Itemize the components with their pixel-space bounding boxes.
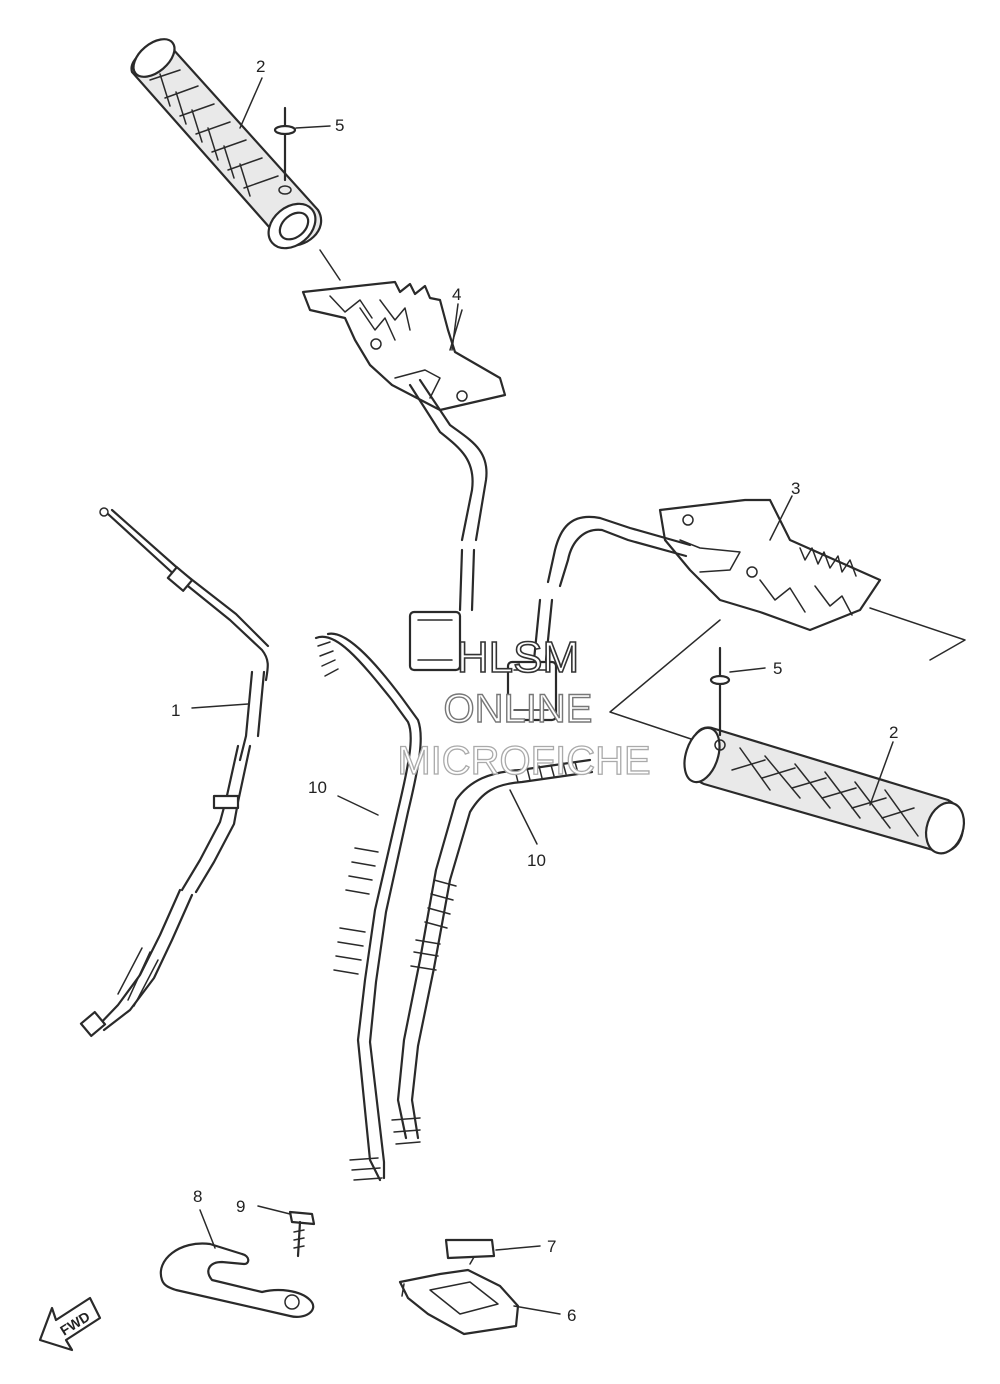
left-heater-wire — [408, 378, 488, 672]
pad — [444, 1238, 541, 1260]
callout-7: 7 — [547, 1237, 556, 1256]
right-heater-element — [658, 498, 966, 661]
callout-1: 1 — [171, 701, 180, 720]
right-grip — [683, 726, 966, 855]
screw-top — [273, 106, 331, 195]
callout-6: 6 — [567, 1306, 576, 1325]
bolt — [257, 1205, 316, 1258]
heater-rod-right — [391, 758, 594, 1145]
callout-9: 9 — [236, 1197, 245, 1216]
callout-5-top: 5 — [335, 116, 344, 135]
callout-3: 3 — [791, 479, 800, 498]
callout-2-right: 2 — [889, 723, 898, 742]
callout-2-top: 2 — [256, 57, 265, 76]
leader-lines — [191, 77, 894, 845]
callout-4: 4 — [452, 285, 461, 304]
bracket-left — [159, 1209, 315, 1318]
throttle-cable — [79, 507, 270, 1038]
callout-5-right: 5 — [773, 659, 782, 678]
heater-rod-left — [314, 632, 422, 1182]
right-heater-wire — [506, 515, 692, 722]
left-heater-element — [301, 280, 507, 412]
callout-10-left: 10 — [308, 778, 327, 797]
watermark-line-1: HLSM — [457, 633, 579, 682]
watermark: HLSM ONLINE MICROFICHE — [397, 632, 652, 783]
callout-8: 8 — [193, 1187, 202, 1206]
callouts: 1 2 2 3 4 5 5 6 7 8 9 10 10 — [171, 57, 898, 1325]
left-grip — [130, 38, 323, 250]
watermark-line-3: MICROFICHE — [397, 739, 650, 783]
screw-right — [709, 646, 766, 737]
callout-10-right: 10 — [527, 851, 546, 870]
watermark-line-2: ONLINE — [444, 687, 593, 731]
